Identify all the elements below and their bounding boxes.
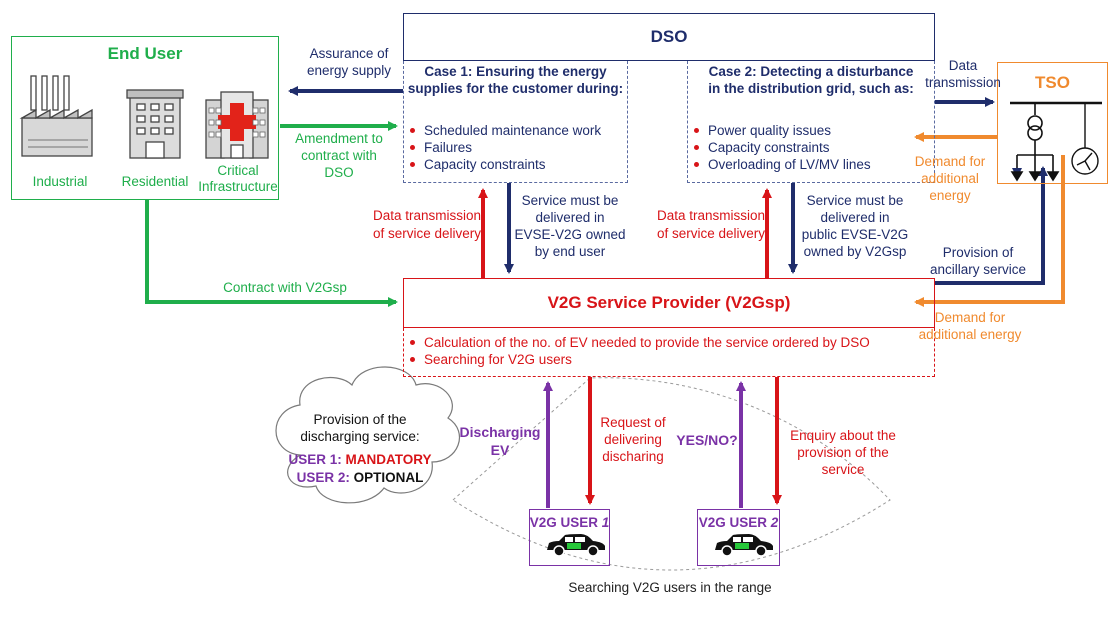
case2-item: Power quality issues xyxy=(691,122,871,139)
service-delivery-label-1-line3: EVSE-V2G owned xyxy=(514,227,626,242)
service-data-label-1-line1: Data transmission xyxy=(372,208,481,223)
v2gsp-header-box xyxy=(403,278,935,328)
cloud-user1-value: MANDATORY xyxy=(345,452,432,467)
case2-title-line1: Case 2: Detecting a disturbance xyxy=(708,64,914,79)
demand-label-line1: Demand for xyxy=(914,154,986,169)
demand-label-line3: energy xyxy=(929,188,971,203)
service-delivery-label-1-line2: delivered in xyxy=(535,210,605,225)
service-delivery-label-2-line1: Service must be xyxy=(806,193,904,208)
yesno-label: YES/NO? xyxy=(676,432,738,448)
tso-title: TSO xyxy=(1035,73,1070,92)
v2gsp-item: Searching for V2G users xyxy=(407,351,870,368)
hospital-icon xyxy=(205,91,269,159)
searching-range-label: Searching V2G users in the range xyxy=(568,580,772,595)
contract-v2gsp-arrow xyxy=(145,200,398,307)
v2g-user-1-label: V2G USER 1 xyxy=(529,515,610,531)
amendment-label-line2: contract with xyxy=(301,148,377,163)
data-transmission-label-line1: Data xyxy=(948,58,978,73)
residential-building-icon xyxy=(126,89,184,159)
enquiry-label-line3: service xyxy=(821,462,865,477)
case2-item: Overloading of LV/MV lines xyxy=(691,156,871,173)
service-delivery-label-1-line4: by end user xyxy=(534,244,606,259)
amendment-label-line1: Amendment to xyxy=(295,131,383,146)
critical-label-line1: Critical xyxy=(217,163,259,178)
tso-box xyxy=(997,62,1108,184)
dso-title: DSO xyxy=(650,27,688,46)
industrial-label: Industrial xyxy=(32,174,88,189)
factory-icon xyxy=(19,75,93,157)
service-data-label-2-line1: Data transmission xyxy=(656,208,765,223)
cloud-user2: USER 2: OPTIONAL xyxy=(270,470,450,486)
service-delivery-label-2-line4: owned by V2Gsp xyxy=(803,244,907,259)
cloud-user1: USER 1: MANDATORY xyxy=(270,452,450,468)
case2-list: Power quality issues Capacity constraint… xyxy=(691,122,871,173)
amendment-label-line3: DSO xyxy=(324,165,354,180)
case1-item: Scheduled maintenance work xyxy=(407,122,601,139)
request-label-line3: discharing xyxy=(602,449,664,464)
v2gsp-item: Calculation of the no. of EV needed to p… xyxy=(407,334,870,351)
dso-header-box xyxy=(403,13,935,61)
ancillary-label-line2: ancillary service xyxy=(929,262,1027,277)
search-range-sector xyxy=(452,377,891,571)
assurance-label-line2: energy supply xyxy=(306,63,392,78)
ancillary-arrow xyxy=(935,166,1048,285)
demand-label-line2: additional xyxy=(921,171,979,186)
demand-v2gsp-arrow xyxy=(914,155,1065,307)
ev-car-icon-2 xyxy=(715,534,773,557)
data-transmission-label-line2: transmission xyxy=(925,75,1001,90)
demand2-label-line1: Demand for xyxy=(934,310,1006,325)
v2g-user-1-number: 1 xyxy=(601,515,610,530)
v2gsp-list: Calculation of the no. of EV needed to p… xyxy=(407,334,870,368)
end-user-title: End User xyxy=(107,44,183,63)
case2-item: Capacity constraints xyxy=(691,139,871,156)
enquiry-label-line2: provision of the xyxy=(797,445,889,460)
cloud-line2: discharging service: xyxy=(300,429,420,444)
case2-title-line2: in the distribution grid, such as: xyxy=(708,81,914,96)
case1-list: Scheduled maintenance work Failures Capa… xyxy=(407,122,601,173)
discharging-label-line2: EV xyxy=(490,442,510,458)
v2g-user-1-box xyxy=(529,509,610,566)
transformer-icon xyxy=(1010,101,1102,182)
service-data-label-1-line2: of service delivery xyxy=(372,226,481,241)
residential-label: Residential xyxy=(121,174,189,189)
case1-title-line1: Case 1: Ensuring the energy xyxy=(424,64,607,79)
v2g-user-2-box xyxy=(697,509,780,566)
discharging-label-line1: Discharging xyxy=(459,424,541,440)
ancillary-label-line1: Provision of xyxy=(942,245,1014,260)
service-delivery-label-2-line2: delivered in xyxy=(820,210,890,225)
v2gsp-details-box xyxy=(403,328,935,377)
cloud-user1-label: USER 1: xyxy=(288,452,346,467)
service-delivery-label-2-line3: public EVSE-V2G xyxy=(801,227,909,242)
enquiry-label-line1: Enquiry about the xyxy=(790,428,896,443)
request-label-line1: Request of xyxy=(600,415,666,430)
end-user-box xyxy=(11,36,279,200)
cloud-shape xyxy=(275,366,460,504)
cloud-user2-label: USER 2: xyxy=(296,470,354,485)
v2g-user-2-label: V2G USER 2 xyxy=(697,515,780,531)
v2g-user-2-number: 2 xyxy=(770,515,779,530)
v2g-user-1-prefix: V2G USER xyxy=(529,515,602,530)
request-label-line2: delivering xyxy=(604,432,662,447)
dso-case1-box xyxy=(403,61,628,183)
cloud-user2-value: OPTIONAL xyxy=(353,470,424,485)
wind-turbine-icon xyxy=(1071,103,1099,175)
v2g-user-2-prefix: V2G USER xyxy=(698,515,771,530)
case1-item: Capacity constraints xyxy=(407,156,601,173)
v2gsp-title: V2G Service Provider (V2Gsp) xyxy=(547,293,791,312)
service-delivery-label-1-line1: Service must be xyxy=(521,193,619,208)
contract-v2gsp-label: Contract with V2Gsp xyxy=(223,280,347,295)
critical-label-line2: Infrastructure xyxy=(198,179,278,194)
dso-case2-box xyxy=(687,61,935,183)
case1-title-line2: supplies for the customer during: xyxy=(407,81,624,96)
service-data-label-2-line2: of service delivery xyxy=(656,226,765,241)
ev-car-icon-1 xyxy=(547,534,605,557)
cloud-line1: Provision of the xyxy=(313,412,407,427)
assurance-label-line1: Assurance of xyxy=(309,46,389,61)
case1-item: Failures xyxy=(407,139,601,156)
demand2-label-line2: additional energy xyxy=(918,327,1022,342)
